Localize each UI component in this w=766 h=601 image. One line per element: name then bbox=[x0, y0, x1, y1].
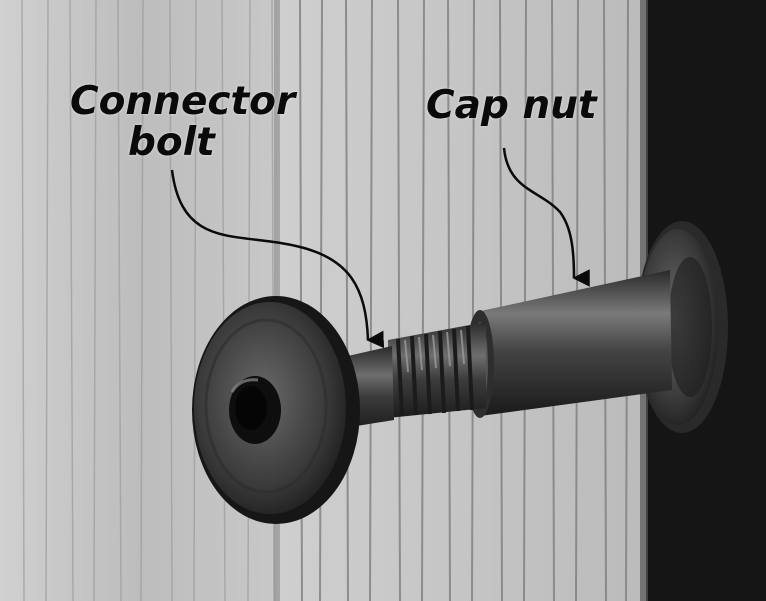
left-wood-grain bbox=[21, 0, 275, 601]
connector-bolt-label-line1: Connector bbox=[70, 79, 296, 124]
connector-bolt-label-line2: bolt bbox=[128, 120, 215, 165]
connector-bolt-head bbox=[192, 296, 360, 524]
cap-nut-leader-arrow bbox=[502, 147, 590, 287]
bolt-thread bbox=[388, 322, 486, 418]
connector-bolt-label: Connector bolt bbox=[70, 81, 295, 163]
connector-bolt-leader-arrow bbox=[170, 169, 385, 349]
cap-nut-label: Cap nut bbox=[426, 83, 597, 128]
